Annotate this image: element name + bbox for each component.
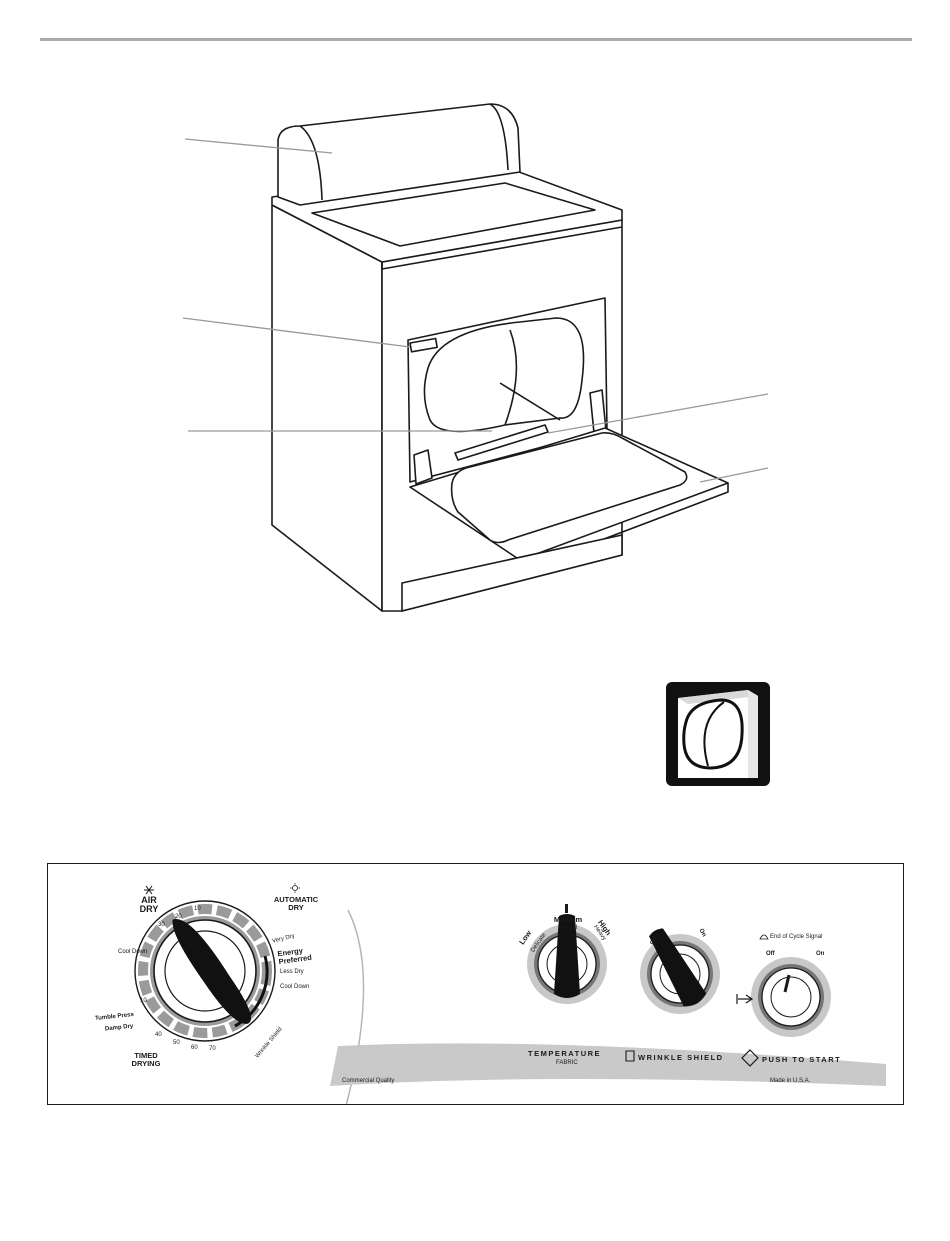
push-start-icon — [741, 1049, 759, 1067]
end-of-cycle-dial[interactable] — [751, 957, 831, 1037]
callout-line-console — [184, 138, 333, 154]
temperature-stripe-label: TEMPERATURE — [528, 1049, 602, 1058]
callout-line-label — [182, 317, 411, 348]
end-of-cycle-label: End of Cycle Signal — [770, 934, 823, 940]
top-rule — [40, 38, 912, 41]
wrinkle-shield-stripe-label: WRINKLE SHIELD — [638, 1053, 724, 1062]
made-in-label: Made in U.S.A. — [770, 1078, 811, 1084]
dial-number-60: 60 — [191, 1045, 198, 1051]
dial-number-50: 50 — [173, 1040, 180, 1046]
snowflake-icon — [144, 885, 154, 895]
dial-number-70: 70 — [209, 1046, 216, 1052]
wrinkle-shield-icon — [625, 1050, 635, 1062]
drum — [423, 317, 585, 433]
dial-number-20: 20 — [175, 914, 182, 920]
cabinet-side — [271, 204, 383, 612]
medium-label: Medium — [553, 915, 583, 924]
cool-down-left-label: Cool Down — [118, 949, 148, 955]
commercial-quality-label: Commercial Quality — [342, 1078, 395, 1084]
bell-icon — [759, 934, 769, 940]
dial-number-30: 30 — [158, 922, 165, 928]
console — [277, 103, 521, 206]
push-to-start-label: PUSH TO START — [762, 1055, 842, 1064]
dial-number-10b: 10 — [140, 998, 147, 1004]
wrinkle-shield-dial[interactable] — [640, 924, 720, 1014]
base-kick — [401, 534, 623, 612]
signal-off-label: Off — [766, 951, 775, 957]
top-recess — [311, 182, 596, 247]
control-panel-graphics — [134, 883, 886, 1104]
sun-icon — [290, 883, 300, 893]
dial-number-10: 10 — [194, 906, 201, 912]
lock-arrow-icon — [736, 994, 754, 1004]
fabric-label: FABRIC — [556, 1060, 578, 1066]
label-stripe — [330, 1043, 886, 1086]
label-plate — [409, 337, 438, 353]
thermometer-icon — [565, 904, 568, 913]
dial-number-40: 40 — [155, 1032, 162, 1038]
temperature-dial[interactable] — [527, 914, 607, 1004]
callout-line-door — [699, 467, 769, 483]
signal-on-label: On — [816, 951, 825, 957]
dryer-illustration — [182, 103, 769, 612]
callout-line-screen — [547, 393, 769, 434]
cycle-dial[interactable] — [134, 900, 276, 1042]
casual-label: Casual — [558, 925, 578, 931]
hinge-left — [413, 449, 433, 485]
cool-down-right-label: Cool Down — [280, 984, 310, 990]
lint-screen — [454, 424, 549, 461]
drum-light-inset — [666, 682, 770, 786]
door-inner — [450, 432, 688, 544]
less-dry-label: Less Dry — [280, 969, 304, 975]
